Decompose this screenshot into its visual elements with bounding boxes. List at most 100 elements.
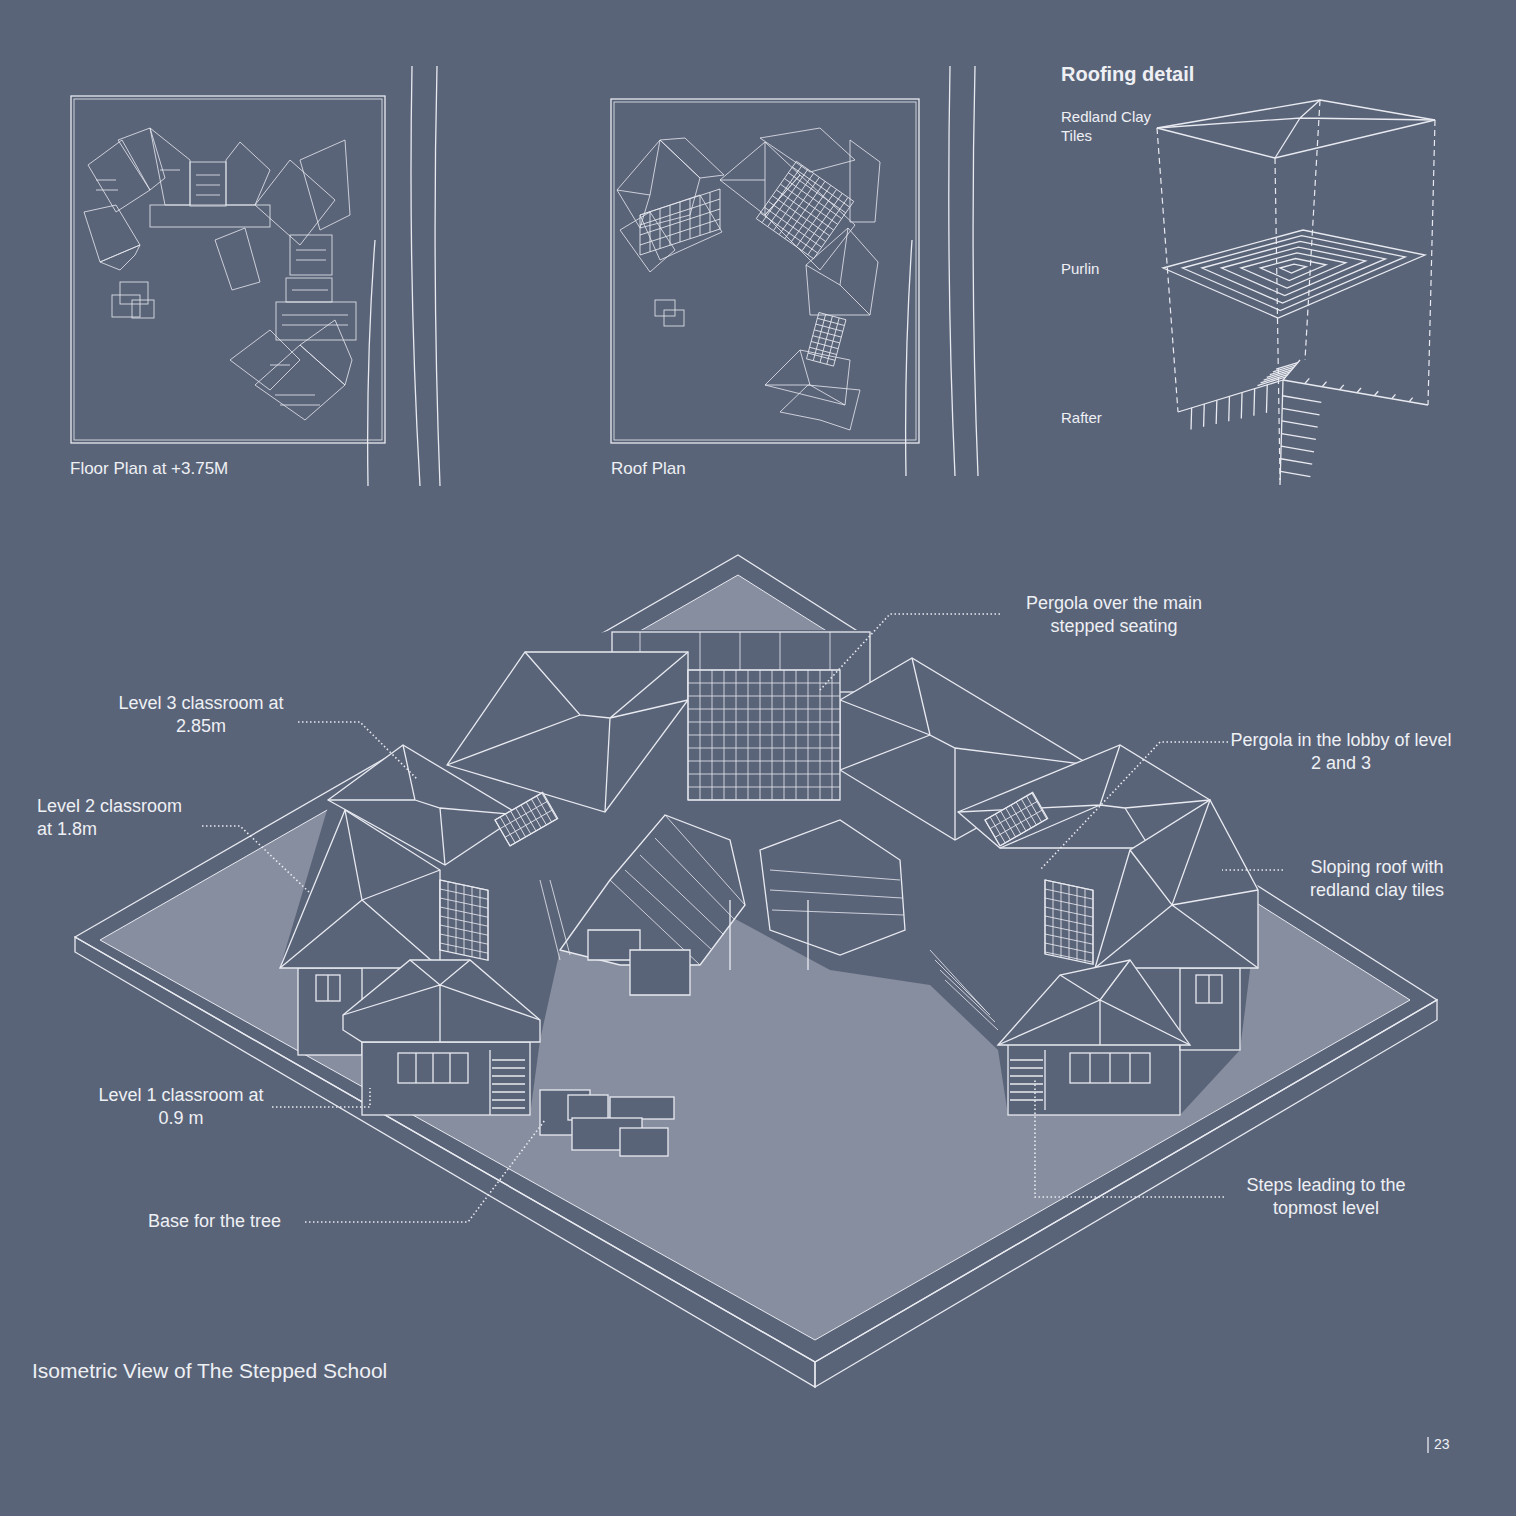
callout-label: Level 3 classroom at 2.85m [105, 692, 297, 737]
drawing-line [1157, 100, 1435, 480]
drawing-line [1180, 968, 1240, 1050]
drawing-line [132, 300, 154, 318]
drawing-line [448, 882, 449, 952]
drawing-line [510, 818, 558, 846]
drawing-line [688, 735, 840, 736]
drawing-line [112, 295, 140, 317]
drawing-line [456, 883, 457, 953]
drawing-line [280, 810, 440, 968]
drawing-line [1045, 943, 1093, 953]
drawing-line [1163, 230, 1425, 318]
figure-caption: Isometric View of The Stepped School [32, 1358, 592, 1384]
floor-plan [71, 96, 385, 443]
drawing-line [640, 219, 720, 245]
drawing-line [368, 240, 375, 486]
drawing-line [617, 140, 700, 228]
drawing-line [1008, 1042, 1180, 1115]
drawing-line [1203, 404, 1205, 427]
drawing-line [1045, 907, 1093, 917]
drawing-line [640, 209, 720, 235]
drawing-line [316, 975, 340, 1001]
drawing-line [620, 212, 675, 272]
drawing-line [435, 66, 440, 486]
drawing-line [440, 907, 488, 917]
drawing-line [1178, 380, 1283, 412]
callout-label: Base for the tree [148, 1210, 308, 1233]
drawing-line [447, 652, 688, 812]
drawing-line [100, 575, 1410, 1340]
drawing-line [1270, 367, 1294, 374]
drawing-line [660, 138, 724, 178]
drawing-line [664, 310, 684, 326]
drawing-line [1000, 818, 1048, 846]
drawing-line [1267, 370, 1292, 378]
drawing-line [1409, 398, 1413, 402]
leader-lines [202, 614, 1283, 1222]
drawing-line [760, 128, 855, 172]
drawing-line [1266, 385, 1268, 413]
drawing-line [440, 880, 488, 890]
drawing-line [819, 312, 846, 319]
drawing-line [776, 190, 833, 230]
drawing-line [255, 160, 335, 245]
drawing-line [1208, 975, 1209, 1003]
purlin-rings [1163, 230, 1425, 318]
drawing-line [96, 170, 348, 405]
drawing-line [814, 330, 841, 337]
drawing-line [362, 1042, 530, 1115]
drawing-line [1241, 392, 1243, 418]
drawing-line [756, 161, 853, 258]
drawing-line [1045, 934, 1093, 944]
drawing-line [985, 793, 1048, 846]
drawing-line [1040, 742, 1228, 870]
drawing-line [655, 300, 675, 316]
drawing-line [398, 1053, 468, 1083]
drawing-line [990, 801, 1038, 829]
callout-label: Pergola in the lobby of level 2 and 3 [1226, 729, 1456, 774]
drawing-line [1357, 388, 1361, 393]
drawing-line [630, 950, 690, 995]
pergolas [440, 670, 1093, 964]
drawing-line [1202, 241, 1385, 303]
drawing-line [998, 960, 1190, 1045]
drawing-line [640, 229, 720, 255]
drawing-line [985, 793, 1048, 846]
drawing-line [1340, 385, 1344, 390]
drawing-line [985, 793, 1033, 821]
drawing-line [688, 722, 840, 723]
drawing-line [300, 140, 350, 230]
callout-label: Sloping roof with redland clay tiles [1286, 856, 1468, 901]
drawing-line [202, 826, 310, 893]
drawing-line [1228, 396, 1230, 421]
drawing-line [730, 900, 808, 970]
drawing-line [84, 205, 140, 262]
layer-label: Purlin [1061, 260, 1151, 279]
drawing-line [495, 793, 543, 821]
drawing-line [688, 748, 840, 749]
drawing-line [780, 184, 837, 224]
drawing-line [190, 162, 226, 206]
drawing-line [816, 324, 843, 331]
drawing-line [688, 709, 840, 710]
callout-label: Steps leading to the topmost level [1226, 1174, 1426, 1219]
drawing-line [973, 66, 978, 476]
drawing-line [813, 336, 840, 343]
drawing-line [1045, 925, 1093, 935]
drawing-line [688, 696, 840, 697]
drawing-line [792, 167, 849, 207]
roof-plan [611, 99, 919, 443]
drawing-line [768, 201, 825, 241]
base-plate [75, 555, 1437, 1387]
detail-heading: Roofing detail [1061, 62, 1281, 87]
drawing-line [100, 245, 140, 270]
drawing-line [817, 318, 844, 325]
drawing-line [995, 810, 1043, 838]
drawing-line [1261, 259, 1327, 281]
drawing-line [215, 228, 260, 290]
drawing-line [688, 774, 840, 775]
drawing-line [440, 880, 488, 960]
drawing-line [1322, 382, 1326, 387]
drawing-line [343, 960, 540, 1042]
